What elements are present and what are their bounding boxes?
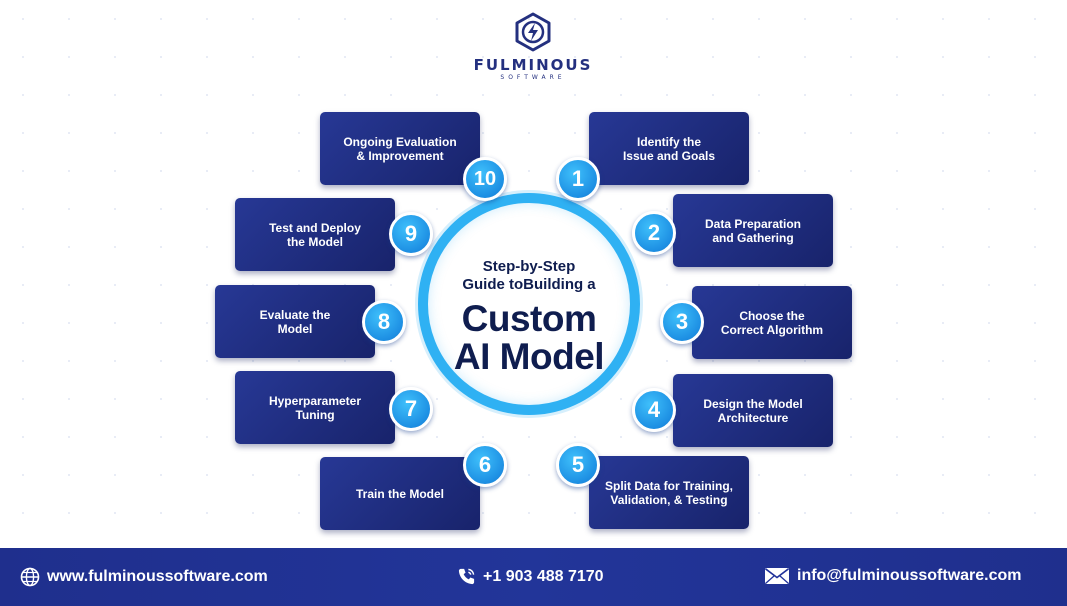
footer-email-text: info@fulminoussoftware.com: [797, 567, 1022, 584]
step-card-10: Ongoing Evaluation& Improvement: [320, 112, 480, 185]
step-1-line2: Issue and Goals: [622, 148, 716, 163]
footer-email[interactable]: info@fulminoussoftware.com: [764, 567, 1022, 585]
step-3-line1: Choose the: [739, 308, 805, 323]
step-card-5: Split Data for Training,Validation, & Te…: [589, 456, 749, 529]
center-title-line2: AI Model: [453, 336, 605, 377]
center-heading: Step-by-Step Guide toBuilding a Custom A…: [418, 258, 640, 376]
step-badge-2: 2: [632, 211, 676, 255]
step-6-line1: Train the Model: [355, 486, 444, 501]
footer-phone-text: +1 903 488 7170: [483, 567, 604, 585]
phone-icon: [458, 568, 475, 585]
step-9-line2: the Model: [286, 234, 343, 249]
step-4-line2: Architecture: [717, 410, 789, 425]
center-title-line1: Custom: [461, 298, 597, 339]
step-badge-10: 10: [463, 157, 507, 201]
step-10-line1: Ongoing Evaluation: [343, 134, 457, 149]
globe-icon: [20, 567, 40, 587]
step-4-line1: Design the Model: [703, 396, 803, 411]
step-badge-1: 1: [556, 157, 600, 201]
footer-phone[interactable]: +1 903 488 7170: [457, 567, 604, 586]
step-5-line2: Validation, & Testing: [610, 492, 728, 507]
brand-name: FULMINOUS: [473, 56, 593, 74]
step-badge-6: 6: [463, 443, 507, 487]
step-7-line1: Hyperparameter: [268, 393, 362, 408]
step-7-line2: Tuning: [295, 407, 335, 422]
step-10-line2: & Improvement: [356, 148, 444, 163]
brand-logo: FULMINOUS SOFTWARE: [470, 12, 596, 84]
step-badge-7: 7: [389, 387, 433, 431]
footer-website-text: www.fulminoussoftware.com: [47, 568, 268, 585]
step-badge-4: 4: [632, 388, 676, 432]
center-subtitle-line2: Guide toBuilding a: [462, 276, 596, 293]
fulminous-logo-icon: [515, 12, 551, 52]
step-1-line1: Identify the: [636, 134, 701, 149]
step-badge-8: 8: [362, 300, 406, 344]
step-8-line2: Model: [277, 321, 313, 336]
footer-website[interactable]: www.fulminoussoftware.com: [20, 567, 268, 587]
step-badge-3: 3: [660, 300, 704, 344]
step-3-line2: Correct Algorithm: [720, 322, 824, 337]
center-subtitle-line1: Step-by-Step: [482, 258, 576, 275]
step-2-line2: and Gathering: [712, 230, 794, 245]
center-circle: [418, 193, 640, 415]
mail-icon: [765, 568, 789, 584]
contact-footer: www.fulminoussoftware.com +1 903 488 717…: [0, 548, 1067, 606]
step-badge-9: 9: [389, 212, 433, 256]
step-5-line1: Split Data for Training,: [604, 478, 733, 493]
step-2-line1: Data Preparation: [704, 216, 802, 231]
step-9-line1: Test and Deploy: [269, 220, 361, 235]
step-8-line1: Evaluate the: [259, 307, 331, 322]
brand-tagline: SOFTWARE: [500, 74, 566, 81]
step-card-6: Train the Model: [320, 457, 480, 530]
step-badge-5: 5: [556, 443, 600, 487]
